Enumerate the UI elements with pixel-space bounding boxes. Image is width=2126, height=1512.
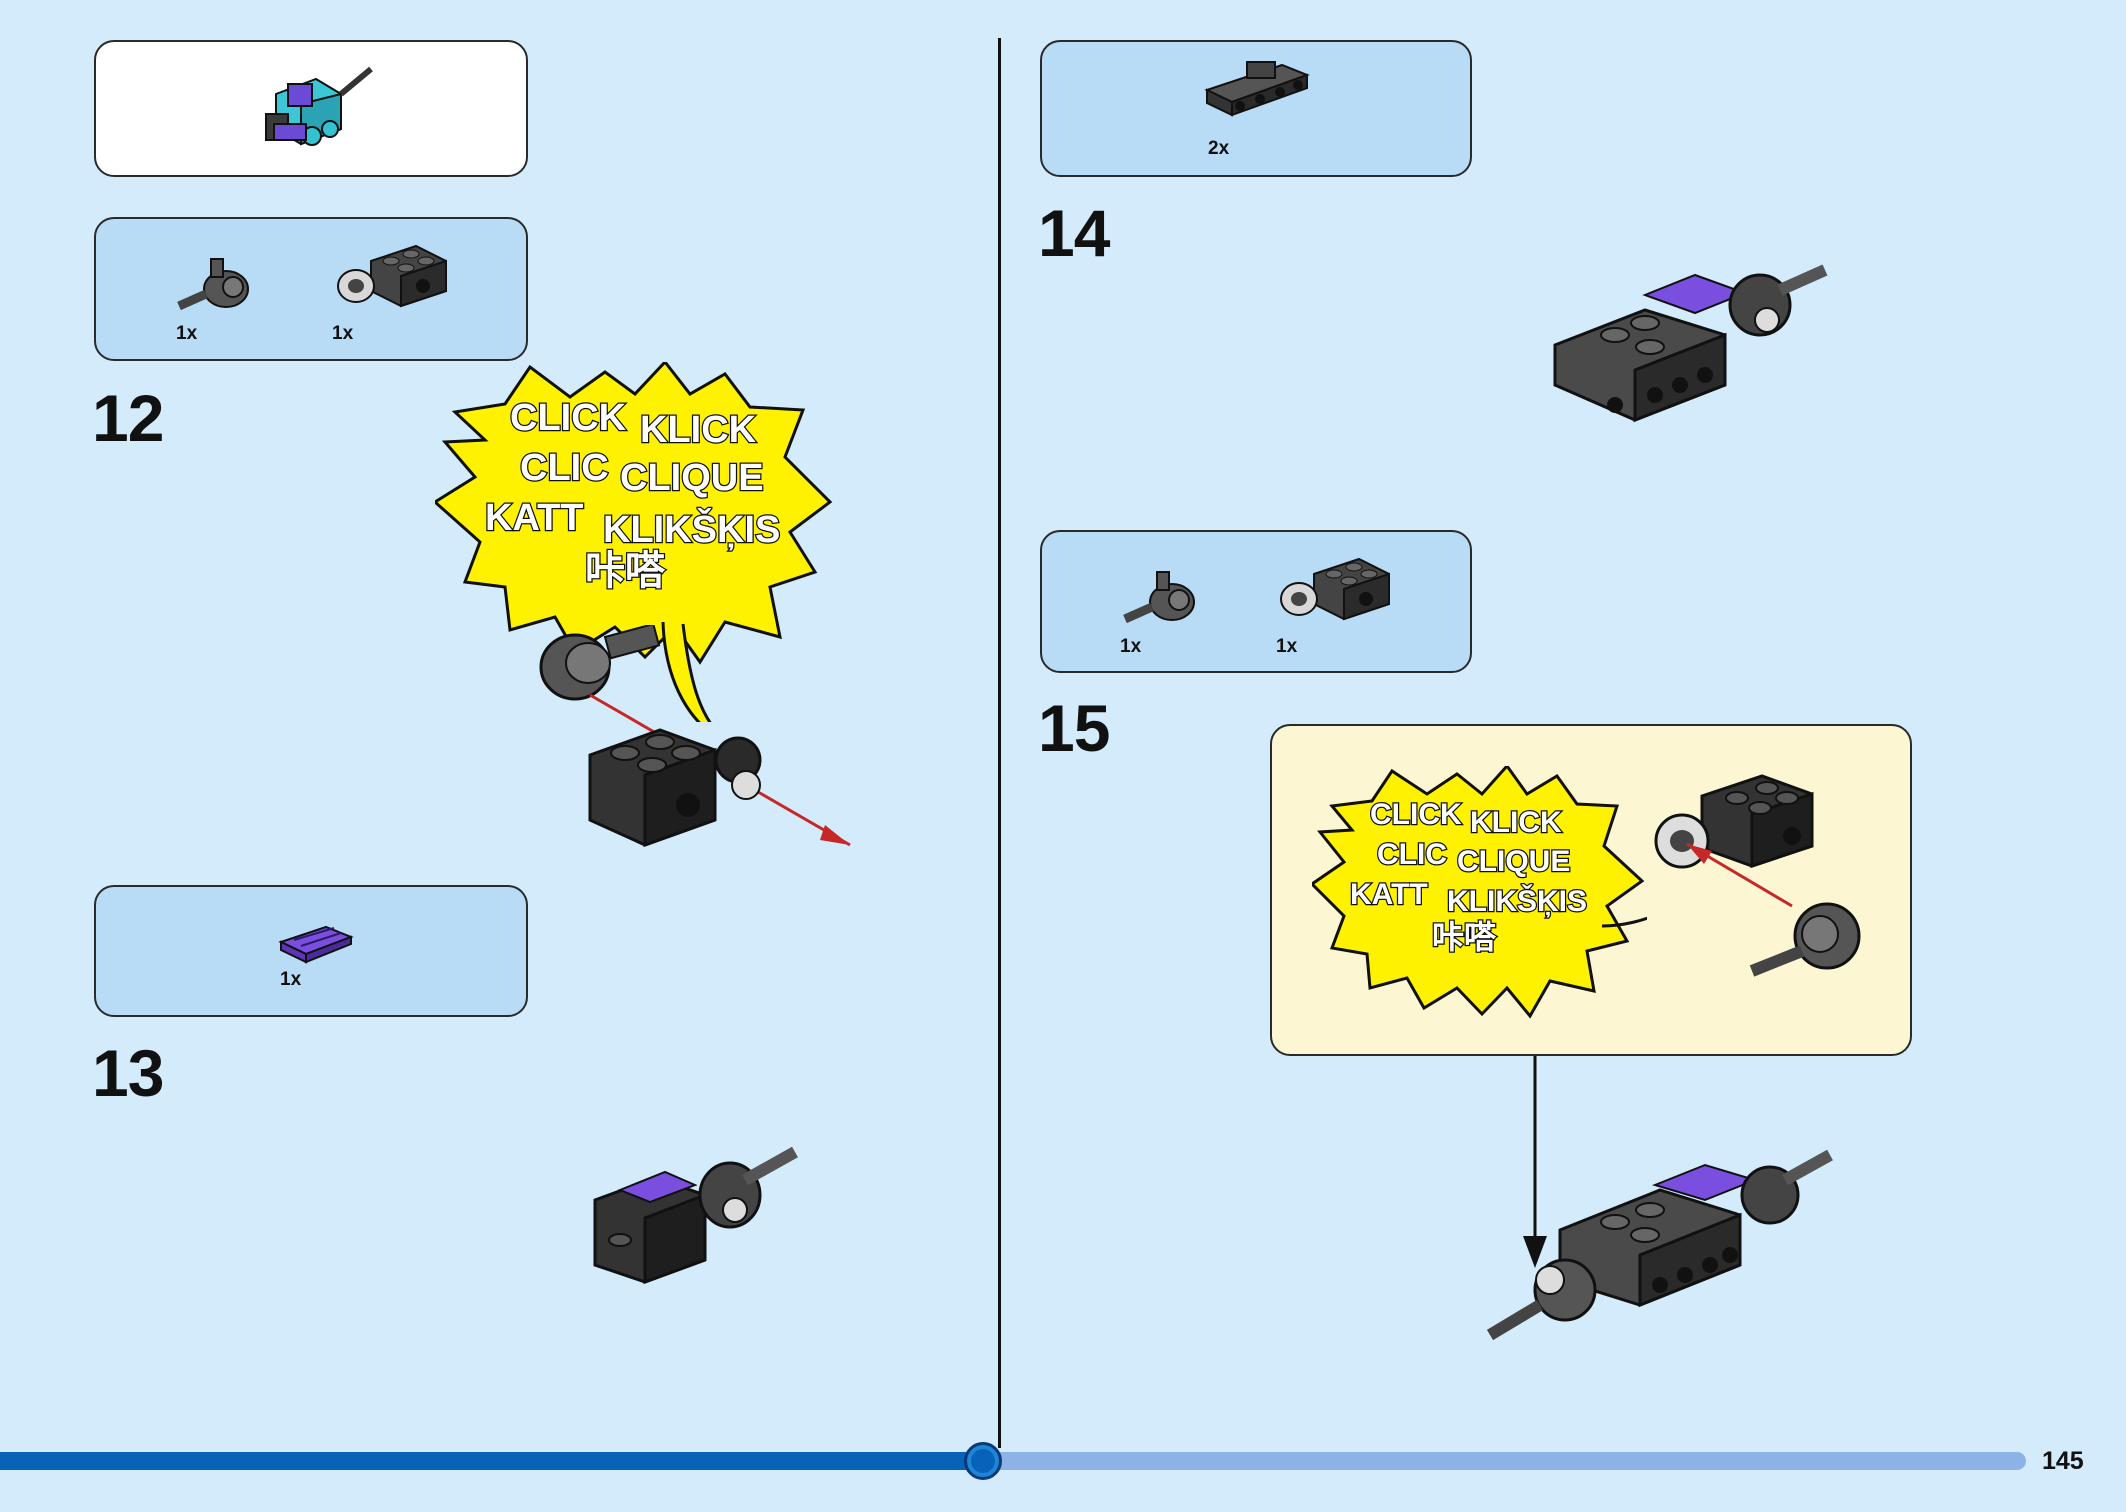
burst-word: KATT [485,497,584,539]
part-qty: 1x [1120,636,1142,657]
burst-word: CLIC [1377,838,1447,871]
step-14-assembly-illustration [1553,264,1828,423]
burst-word: KLIKŠĶIS [1447,884,1587,918]
parts-box-step-12: 1x 1x [94,217,528,361]
burst-word: CLIC [520,447,609,489]
burst-word: KLICK [640,409,757,451]
progress-indicator [964,1442,1002,1480]
step-number: 15 [1038,691,1110,765]
sub-step-callout: CLICK KLICK CLIC CLIQUE KATT KLIKŠĶIS 咔嗒 [1270,724,1912,1056]
part-qty: 1x [332,323,354,344]
burst-word: CLIQUE [620,457,764,499]
click-burst-step-12: CLICK KLICK CLIC CLIQUE KATT KLIKŠĶIS 咔嗒 [435,362,833,722]
progress-fill [0,1452,983,1470]
part-qty: 1x [176,323,198,344]
step-12-assembly-illustration [539,625,851,848]
submodel-thumbnail-icon [265,66,373,146]
technic-brick-2x2-icon [1280,557,1390,621]
bracket-plate-icon [1204,61,1310,117]
burst-word: KLICK [1470,806,1562,839]
burst-word: 咔嗒 [585,549,666,593]
part-qty: 1x [280,969,302,990]
step-number: 13 [92,1036,164,1110]
purple-grille-tile-icon [278,925,354,964]
burst-word: CLIQUE [1457,845,1570,878]
part-qty: 1x [1276,636,1298,657]
burst-word: CLICK [510,397,627,439]
axle-connector-piece-icon [177,258,249,311]
step-15-sub-assembly-illustration [1654,774,1861,977]
column-divider [998,38,1001,1448]
step-13-assembly-illustration [593,1146,798,1285]
burst-word: KLIKŠĶIS [603,506,780,551]
step-number: 14 [1038,196,1110,270]
step-15-arrow-down [1523,1056,1547,1268]
burst-word: 咔嗒 [1432,919,1497,955]
parts-box-step-13: 1x [94,885,528,1017]
step-number: 12 [92,381,164,455]
burst-word: KATT [1350,878,1428,911]
burst-word: CLICK [1370,798,1462,831]
step-15-assembly-illustration [1486,1149,1833,1341]
parts-box-step-15: 1x 1x [1040,530,1472,673]
submodel-box [94,40,528,177]
part-qty: 2x [1208,138,1230,159]
page-number: 145 [2042,1447,2084,1475]
axle-connector-piece-icon [1123,571,1195,624]
click-burst-step-15: CLICK KLICK CLIC CLIQUE KATT KLIKŠĶIS 咔嗒 [1312,766,1647,1019]
technic-brick-2x2-icon [337,244,447,308]
parts-box-step-14: 2x [1040,40,1472,177]
